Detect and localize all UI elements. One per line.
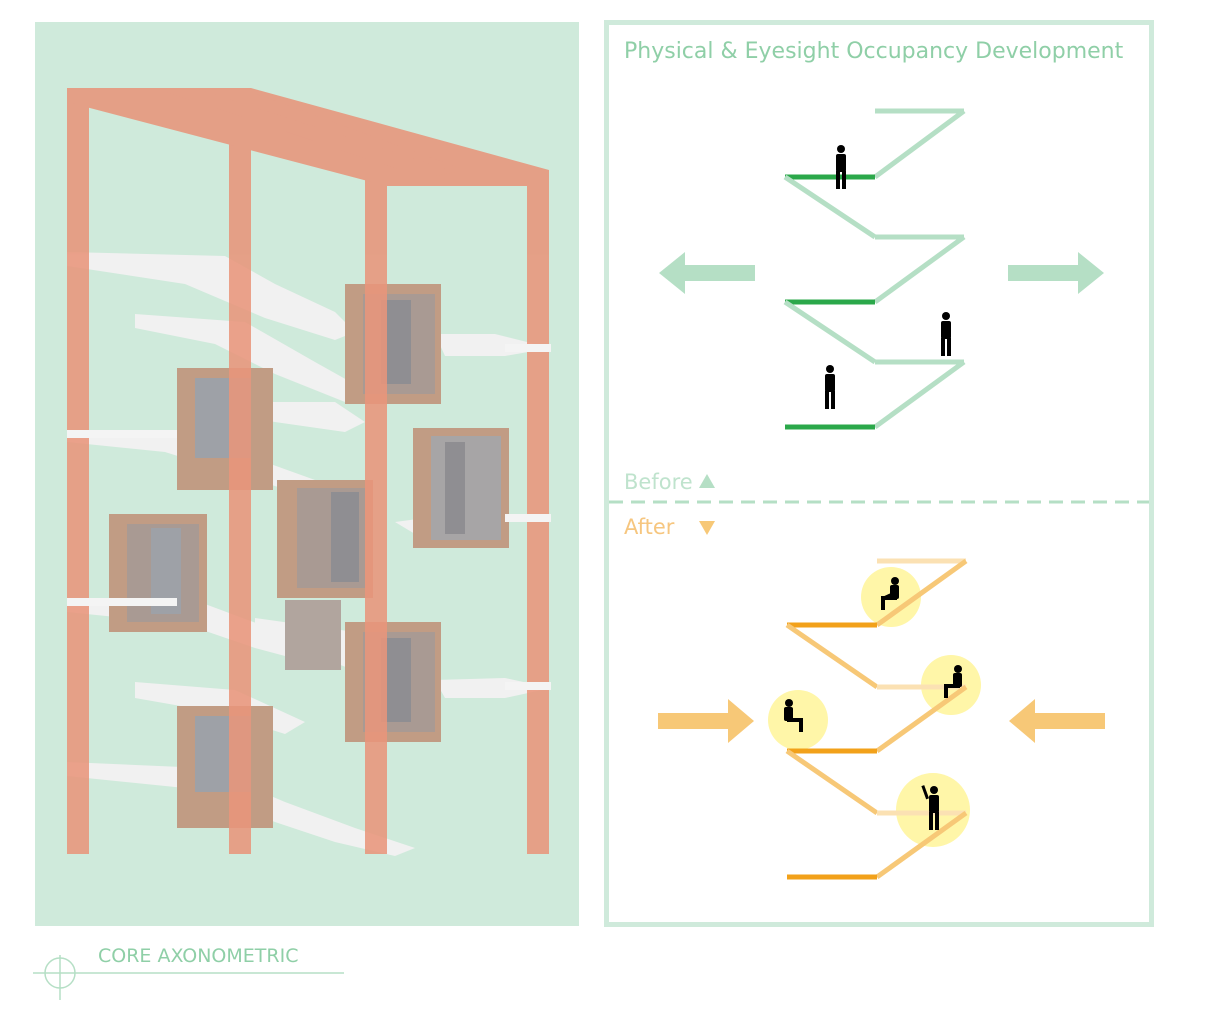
outward-arrows xyxy=(659,252,1104,294)
core-axonometric-panel xyxy=(35,22,579,926)
attention-highlights xyxy=(768,567,981,847)
booth xyxy=(413,428,509,548)
before-label: Before xyxy=(624,470,693,494)
arrow-left-icon xyxy=(659,252,755,294)
standing-person-icon xyxy=(836,145,846,189)
occupancy-diagram-panel: Physical & Eyesight Occupancy Developmen… xyxy=(604,20,1154,927)
waving-person-icon xyxy=(921,785,939,830)
core-axonometric-drawing xyxy=(67,88,551,856)
triangle-up-icon xyxy=(699,474,715,488)
sitting-person-icon xyxy=(944,665,962,698)
arrow-left-icon xyxy=(1009,699,1105,743)
booths xyxy=(109,284,509,828)
booth xyxy=(177,706,273,828)
sitting-person-icon xyxy=(881,577,899,610)
inward-arrows xyxy=(658,699,1105,743)
before-people xyxy=(825,145,951,409)
triangle-down-icon xyxy=(699,521,715,535)
booth xyxy=(177,368,273,490)
section-marker-icon xyxy=(33,955,344,1000)
arrow-right-icon xyxy=(658,699,754,743)
after-stairs xyxy=(785,558,968,880)
standing-person-icon xyxy=(941,312,951,356)
after-label: After xyxy=(624,515,675,539)
booth xyxy=(345,284,441,404)
caption-core-axonometric: CORE AXONOMETRIC xyxy=(98,945,299,967)
landing-beams xyxy=(67,344,551,690)
booth xyxy=(109,514,207,632)
arrow-right-icon xyxy=(1008,252,1104,294)
sitting-person-icon xyxy=(784,699,803,732)
before-stairs xyxy=(783,108,966,430)
occupancy-diagram-drawing xyxy=(609,108,1149,880)
standing-person-icon xyxy=(825,365,835,409)
booth xyxy=(345,622,441,742)
after-people xyxy=(784,577,962,830)
booth xyxy=(277,480,373,598)
diagram-title: Physical & Eyesight Occupancy Developmen… xyxy=(624,39,1124,64)
